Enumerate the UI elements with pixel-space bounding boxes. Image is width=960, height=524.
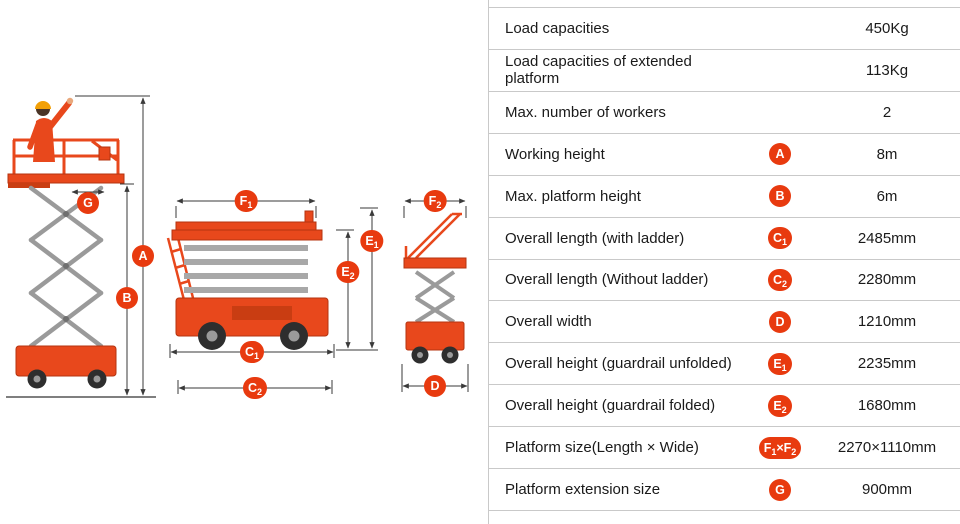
- worker-figure: [27, 97, 74, 162]
- spec-row-badge-cell: [740, 101, 820, 123]
- spec-table: Load capacities 450Kg Load capacities of…: [488, 0, 960, 524]
- spec-row: Working height A 8m: [489, 132, 960, 175]
- scissor-pivots: [63, 211, 69, 322]
- spec-row-label: Overall length (Without ladder): [505, 271, 709, 289]
- spec-row-value: 900mm: [861, 481, 913, 499]
- dim-badge: C2: [767, 268, 793, 291]
- spec-row-badge-cell: [740, 59, 820, 81]
- spec-row-label: Platform extension size: [505, 481, 661, 499]
- dim-badge: E2: [768, 394, 792, 417]
- spec-row: Load capacities 450Kg: [489, 7, 960, 49]
- spec-row: Load capacities of extended platform 113…: [489, 48, 960, 91]
- spec-row-badge-cell: C1: [740, 227, 820, 250]
- spec-row-value: 6m: [876, 187, 898, 205]
- side-view-folded: [166, 198, 378, 394]
- spec-row-label: Overall height (guardrail folded): [505, 397, 716, 415]
- spec-row-badge-cell: C2: [740, 268, 820, 291]
- dim-badge: B: [769, 185, 791, 208]
- spec-row-value: 2235mm: [857, 355, 917, 373]
- dim-badge-b: B: [116, 287, 138, 309]
- spec-row: Platform extension size G 900mm: [489, 468, 960, 510]
- spec-row-label: Max. platform height: [505, 187, 641, 205]
- dim-badge-f1: F1: [234, 190, 258, 212]
- wheels-end: [411, 346, 459, 364]
- dim-badge: E1: [768, 352, 792, 375]
- chassis: [15, 345, 117, 377]
- platform-deck-folded: [171, 229, 323, 241]
- lift-diagram: A B G F1 E1 E2 C1 C2 F2 D: [6, 95, 469, 399]
- spec-row-label: Working height: [505, 145, 605, 163]
- spec-row-badge-cell: F1×F2: [740, 436, 820, 459]
- spec-row: Overall length (with ladder) C1 2485mm: [489, 216, 960, 259]
- chassis-panel: [232, 306, 292, 320]
- spec-row: Max. number of workers 2: [489, 90, 960, 133]
- spec-row-value: 1680mm: [857, 397, 917, 415]
- spec-row-badge-cell: G: [740, 478, 820, 501]
- dim-badge-c1: C1: [239, 341, 265, 363]
- side-view-elevated: [6, 95, 156, 398]
- spec-row-label: Platform size(Length × Wide): [505, 439, 699, 457]
- spec-row-label: Overall width: [505, 313, 592, 331]
- spec-row-label: Load capacities of extended platform: [505, 53, 692, 88]
- dim-badge-d: D: [424, 375, 446, 397]
- dim-badge-e1: E1: [360, 230, 384, 252]
- dim-badge-f2: F2: [423, 190, 447, 212]
- spec-row-badge-cell: D: [740, 310, 820, 333]
- dim-badge: D: [769, 310, 791, 333]
- deck-end: [403, 257, 467, 269]
- spec-table-rows: Load capacities 450Kg Load capacities of…: [489, 7, 960, 511]
- spec-row: Overall length (Without ladder) C2 2280m…: [489, 258, 960, 301]
- spec-row-badge-cell: B: [740, 185, 820, 208]
- platform-extension: [8, 183, 50, 188]
- spec-row: Platform size(Length × Wide) F1×F2 2270×…: [489, 426, 960, 468]
- end-view: [401, 198, 469, 392]
- scissor-lift-drawing: [6, 95, 469, 398]
- spec-row-value: 2485mm: [857, 229, 917, 247]
- spec-row-label: Overall height (guardrail unfolded): [505, 355, 732, 373]
- spec-row-value: 2270×1110mm: [837, 439, 937, 457]
- dim-badge: C1: [767, 227, 793, 250]
- spec-row-value: 113Kg: [865, 61, 909, 79]
- spec-row-value: 8m: [876, 145, 898, 163]
- dim-badge-g: G: [77, 192, 99, 214]
- dim-badge: F1×F2: [758, 436, 802, 459]
- control-box: [98, 146, 111, 161]
- spec-row-value: 450Kg: [865, 19, 909, 37]
- dim-badge: A: [769, 143, 791, 166]
- spec-row-value: 2280mm: [857, 271, 917, 289]
- spec-row-value: 1210mm: [857, 313, 917, 331]
- spec-row-badge-cell: E2: [740, 394, 820, 417]
- folded-guardrail: [175, 221, 317, 231]
- dim-badge: G: [769, 478, 791, 501]
- spec-row-value: 2: [882, 103, 892, 121]
- spec-row-badge-cell: A: [740, 143, 820, 166]
- wheels: [27, 369, 107, 389]
- spec-row: Overall height (guardrail folded) E2 168…: [489, 384, 960, 426]
- spec-row-label: Max. number of workers: [505, 103, 666, 121]
- guardrail-post: [304, 210, 314, 223]
- spec-row-label: Load capacities: [505, 19, 610, 37]
- scissors-end: [414, 270, 456, 324]
- spec-row-badge-cell: E1: [740, 352, 820, 375]
- folded-rails-end: [404, 212, 462, 259]
- spec-row-label: Overall length (with ladder): [505, 229, 685, 247]
- platform-deck: [7, 173, 125, 184]
- stacked-scissors: [184, 245, 308, 293]
- spec-row-badge-cell: [740, 17, 820, 39]
- spec-row: Max. platform height B 6m: [489, 174, 960, 217]
- spec-row: Overall height (guardrail unfolded) E1 2…: [489, 342, 960, 384]
- dim-badge-c2: C2: [242, 377, 268, 399]
- dim-badge-a: A: [132, 245, 154, 267]
- dim-badge-e2: E2: [336, 261, 360, 283]
- wheels-folded: [198, 322, 308, 350]
- chassis-end: [405, 321, 465, 351]
- spec-row: Overall width D 1210mm: [489, 300, 960, 342]
